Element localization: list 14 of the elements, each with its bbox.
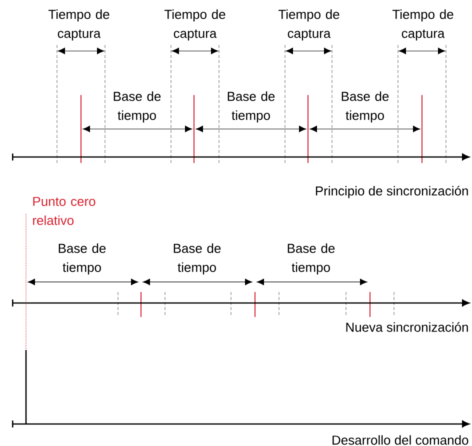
timing-label: Tiempo de captura	[164, 9, 226, 41]
timing-label: Desarrollo del comando	[332, 435, 468, 445]
timing-label: Tiempo de captura	[392, 9, 454, 41]
timing-label: Base de tiempo	[288, 243, 335, 275]
timing-label: Base de tiempo	[174, 243, 221, 275]
timing-label: Principio de sincronización	[316, 186, 468, 198]
timing-label: Base de tiempo	[114, 91, 161, 123]
timing-label: Tiempo de captura	[48, 9, 110, 41]
timing-label: Base de tiempo	[228, 91, 275, 123]
timing-label: Punto cero relativo	[33, 196, 96, 226]
timing-label: Nueva sincronización	[346, 322, 468, 332]
timing-label: Tiempo de captura	[278, 9, 340, 41]
timing-label: Base de tiempo	[342, 91, 389, 123]
timing-label: Base de tiempo	[58, 243, 106, 275]
